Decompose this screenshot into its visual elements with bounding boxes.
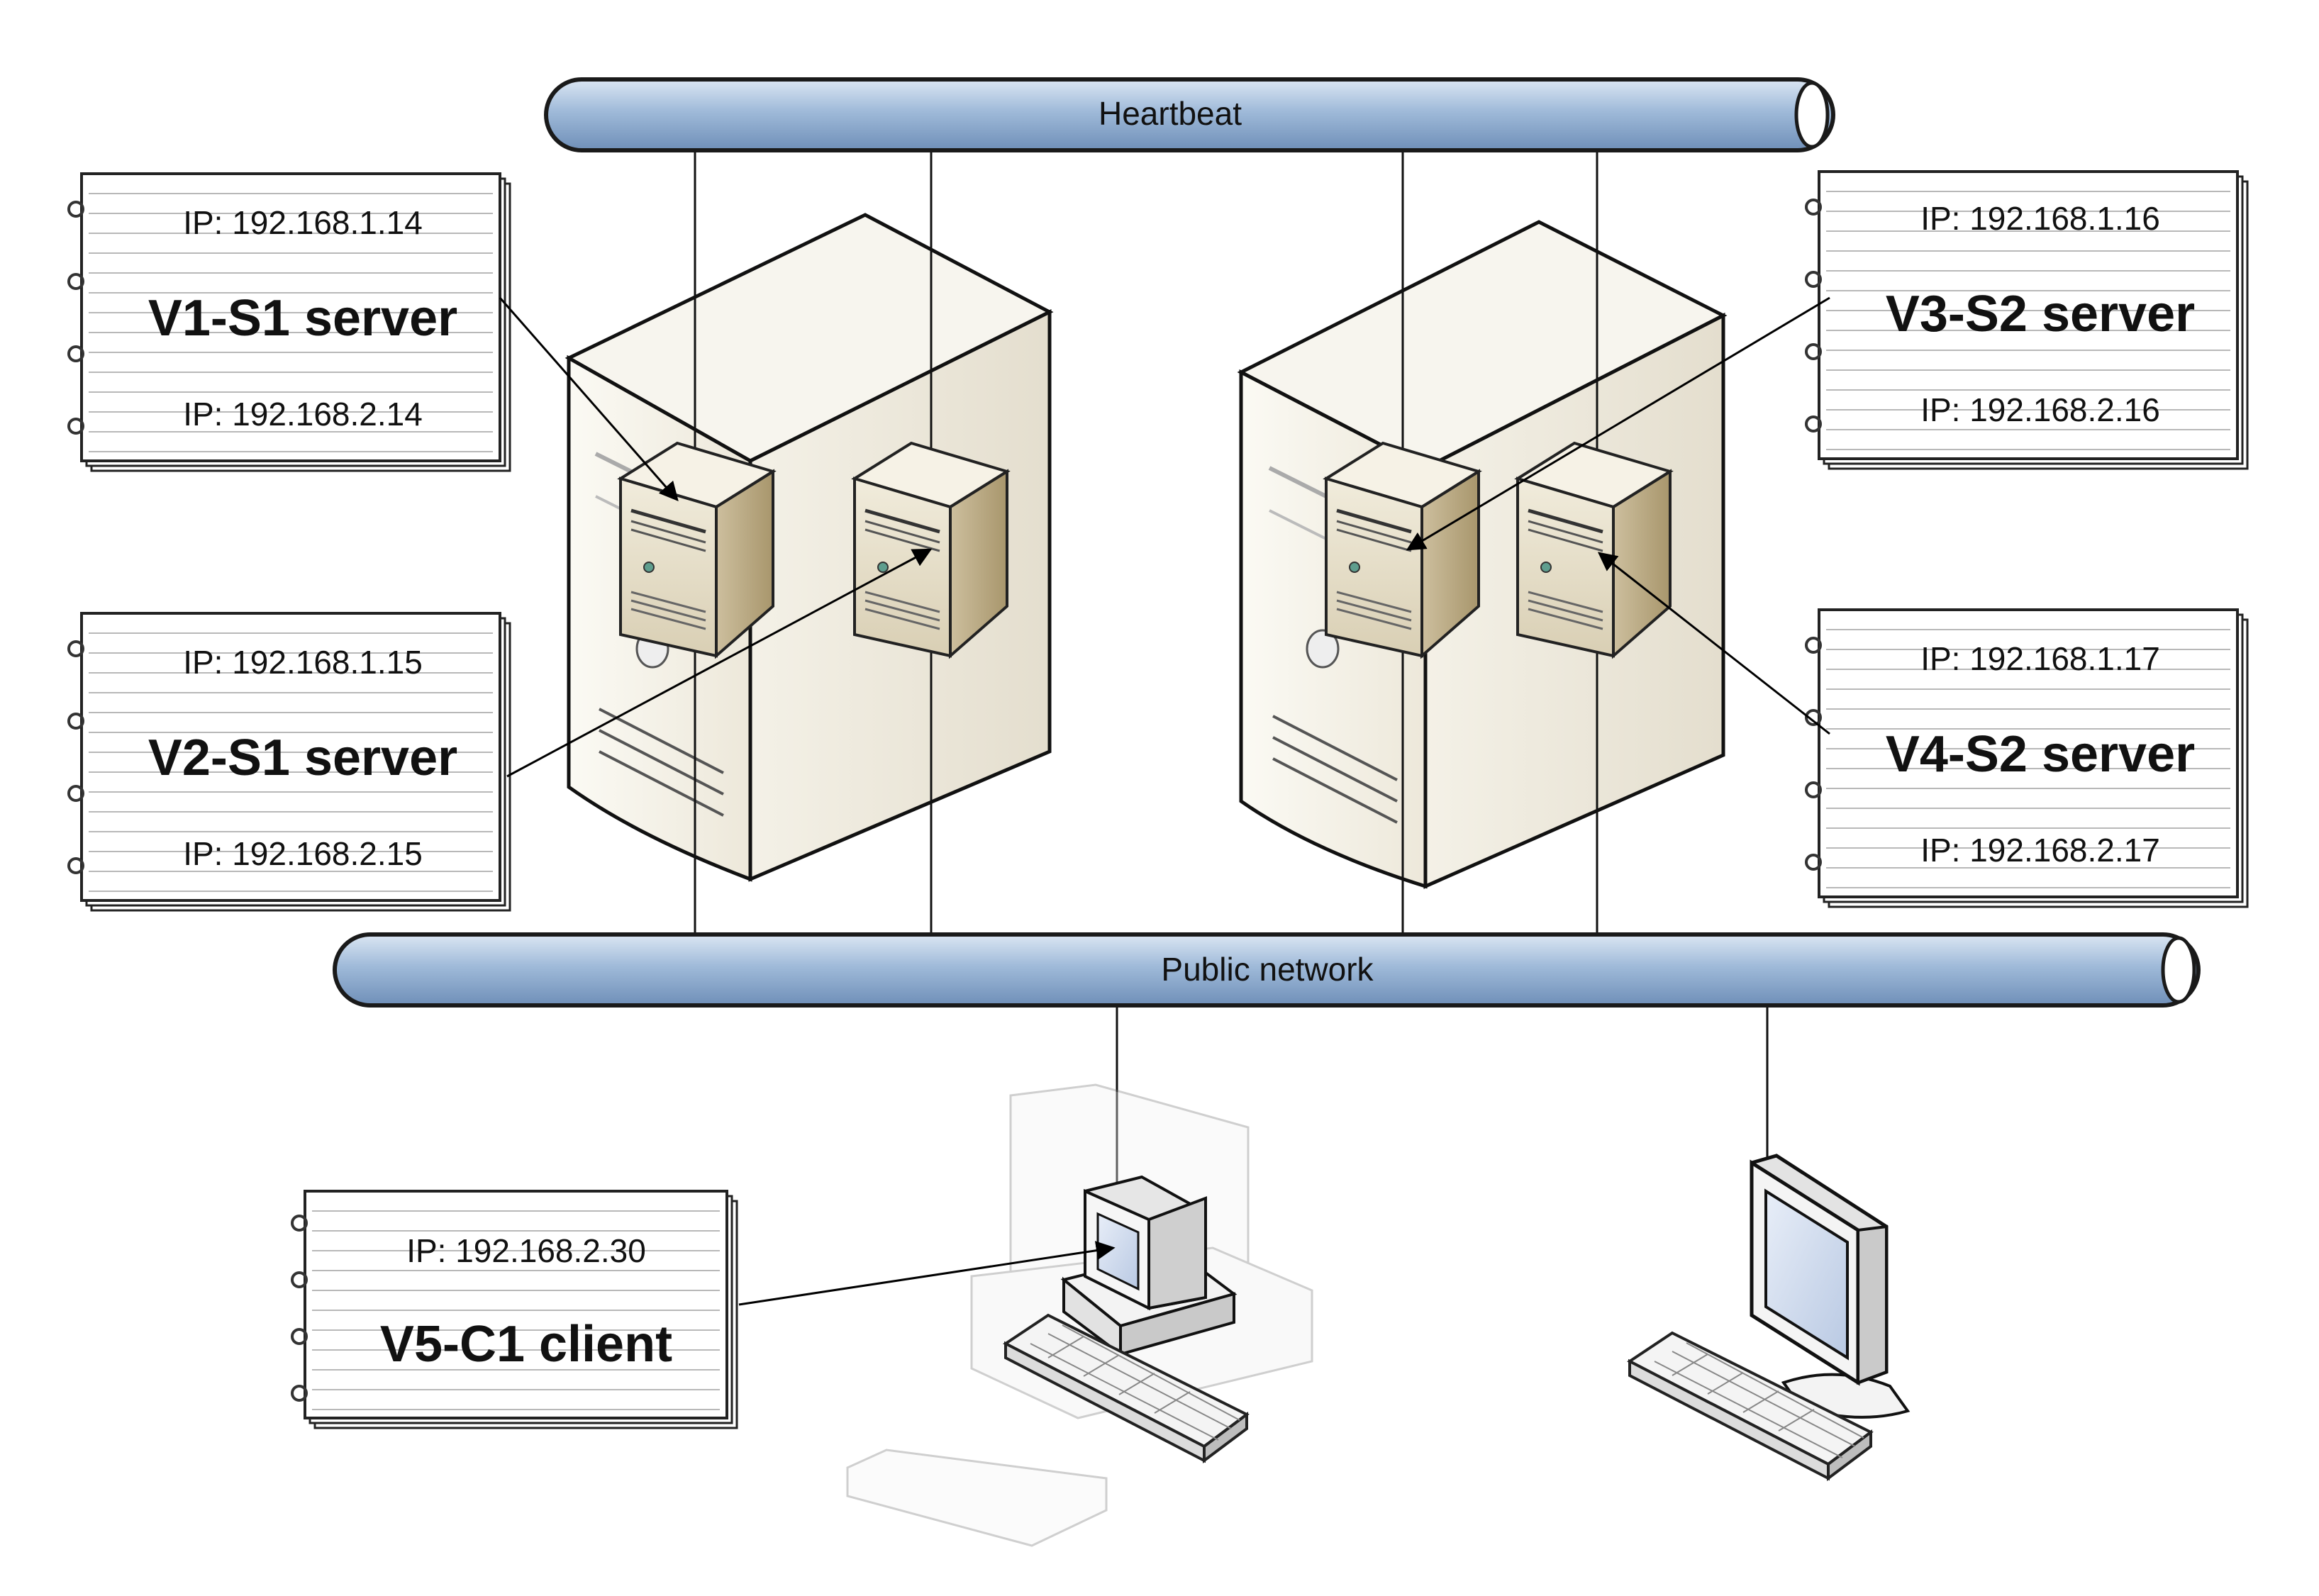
heartbeat-bus: Heartbeat	[544, 77, 1835, 152]
note-ip-secondary: IP: 192.168.2.15	[183, 835, 423, 872]
desktop-computer-icon	[846, 1083, 1313, 1547]
note-title: V2-S1 server	[148, 730, 457, 786]
note-ip-secondary: IP: 192.168.2.14	[183, 396, 423, 433]
note-ip-secondary: IP: 192.168.2.16	[1920, 391, 2160, 428]
public-network-bus: Public network	[333, 932, 2201, 1008]
virtual-server-icon	[621, 443, 773, 656]
virtual-server-icon	[1326, 443, 1479, 656]
note-title: V1-S1 server	[148, 290, 457, 347]
note-v2-s1: IP: 192.168.1.15 V2-S1 server IP: 192.16…	[67, 612, 511, 912]
note-ip-primary: IP: 192.168.1.15	[183, 644, 423, 681]
note-ip-primary: IP: 192.168.1.16	[1920, 200, 2160, 237]
note-ip-primary: IP: 192.168.2.30	[406, 1232, 646, 1269]
note-ip-primary: IP: 192.168.1.14	[183, 204, 423, 241]
virtual-server-icon	[855, 443, 1007, 656]
heartbeat-label: Heartbeat	[1099, 95, 1242, 132]
public-network-label: Public network	[1161, 951, 1374, 988]
note-v1-s1: IP: 192.168.1.14 V1-S1 server IP: 192.16…	[67, 172, 511, 472]
note-ip-primary: IP: 192.168.1.17	[1920, 640, 2160, 677]
note-v3-s2: IP: 192.168.1.16 V3-S2 server IP: 192.16…	[1805, 170, 2249, 470]
note-ip-secondary: IP: 192.168.2.17	[1920, 832, 2160, 869]
note-v5-c1: IP: 192.168.2.30 V5-C1 client	[291, 1190, 738, 1429]
note-title: V4-S2 server	[1886, 726, 2195, 783]
connector-arrows	[499, 296, 1830, 1306]
note-title: V3-S2 server	[1886, 286, 2195, 342]
monitor-icon	[1750, 1154, 1911, 1419]
note-v4-s2: IP: 192.168.1.17 V4-S2 server IP: 192.16…	[1805, 608, 2249, 908]
virtual-server-icon	[1518, 443, 1670, 656]
note-title: V5-C1 client	[380, 1316, 672, 1373]
